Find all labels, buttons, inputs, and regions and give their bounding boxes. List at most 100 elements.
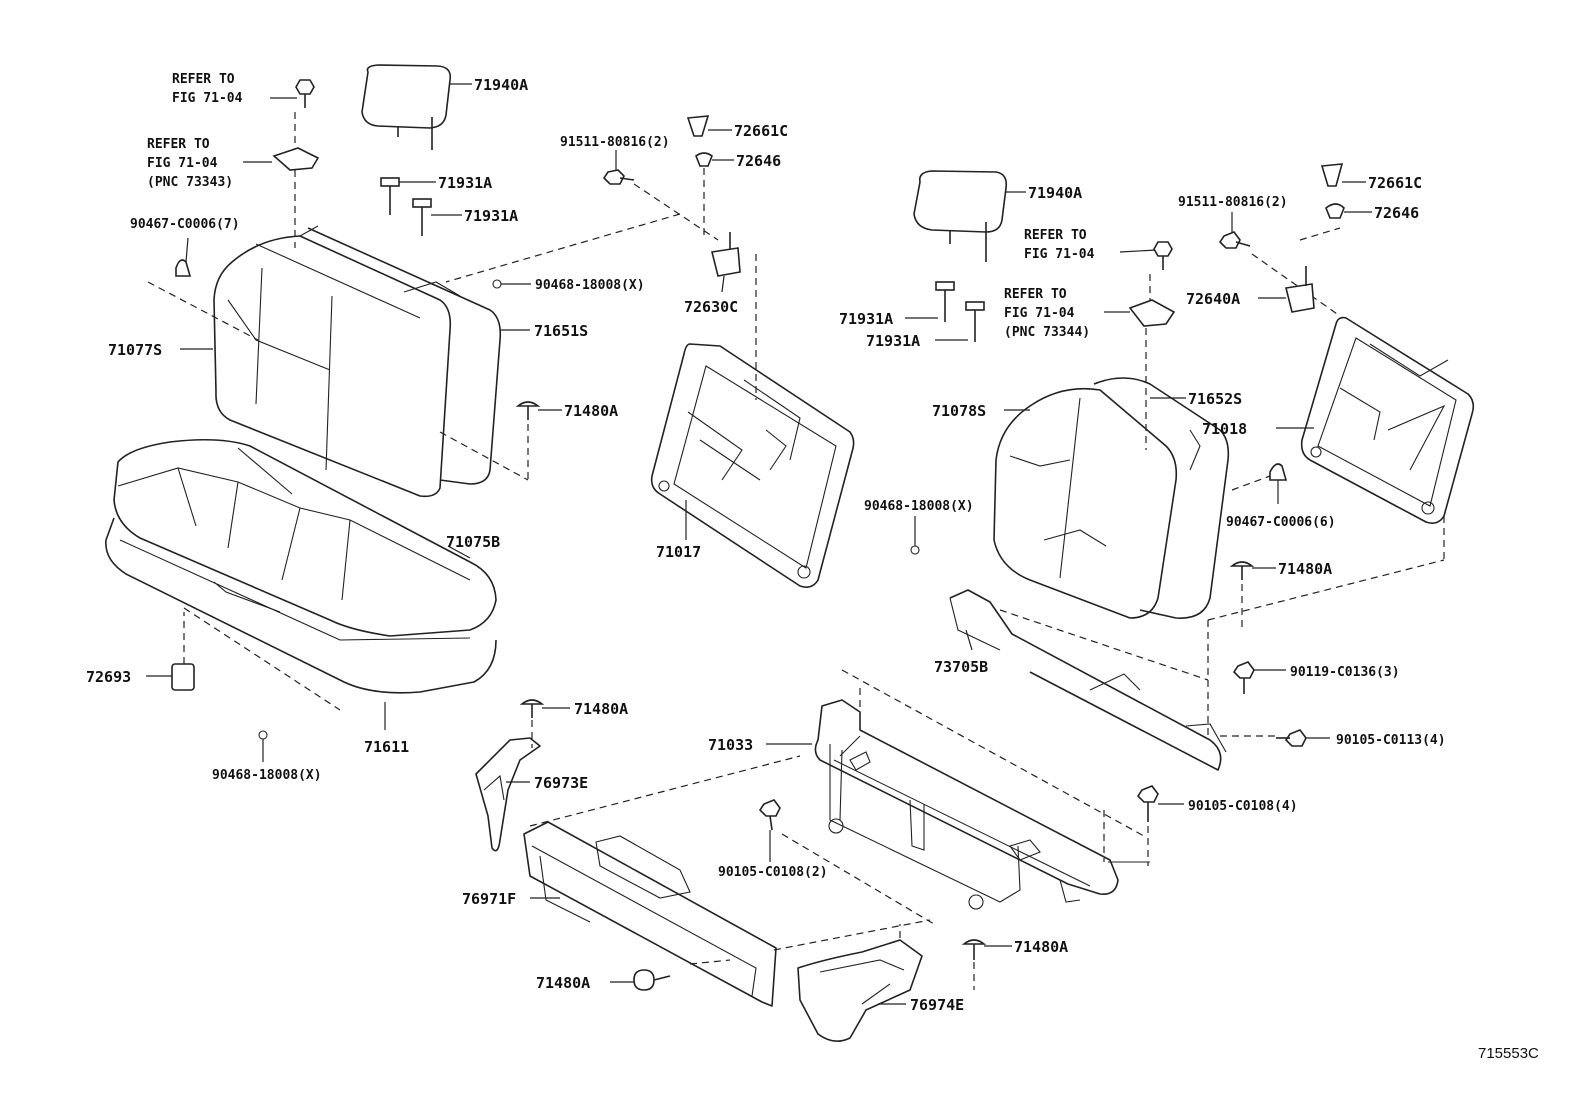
board-76973E <box>475 737 541 852</box>
bezel-right <box>1299 203 1372 241</box>
push-retainer-under <box>519 699 570 748</box>
svg-text:(PNC 73344): (PNC 73344) <box>1004 325 1090 340</box>
label-board-right: 76974E <box>910 996 964 1014</box>
label-board-bottom: 76971F <box>462 890 516 908</box>
refer-note-3: REFER TO FIG 71-04 <box>1024 228 1157 262</box>
label-bolt-right: 91511-80816(2) <box>1178 195 1288 210</box>
label-headrest-right: 71940A <box>1028 184 1082 202</box>
clip-right <box>1231 463 1288 504</box>
label-hog-ring-bottom: 90468-18008(X) <box>212 768 322 783</box>
label-cover-back-left: 71077S <box>108 341 162 359</box>
label-clip-right: 90467-C0006(6) <box>1226 515 1336 530</box>
label-lock-left: 72630C <box>684 298 738 316</box>
label-bezel-right: 72646 <box>1374 204 1419 222</box>
lock-right <box>1258 266 1315 313</box>
frame-right <box>1276 316 1475 560</box>
label-knob-left: 72661C <box>734 122 788 140</box>
seatback-cover-left <box>180 235 452 498</box>
lock-bolt-right <box>1218 212 1341 317</box>
seatback-pad-left <box>299 225 530 485</box>
push-retainer-bottom <box>961 939 1012 990</box>
bolt-108-2 <box>758 799 935 925</box>
headrest-guide-right <box>905 281 985 342</box>
svg-text:REFER TO: REFER TO <box>1004 287 1067 302</box>
label-bolt-left: 91511-80816(2) <box>560 135 670 150</box>
svg-text:REFER TO: REFER TO <box>147 137 210 152</box>
svg-text:FIG 71-04: FIG 71-04 <box>1024 247 1095 262</box>
label-push-right: 71480A <box>1278 560 1332 578</box>
svg-text:FIG 71-04: FIG 71-04 <box>147 156 218 171</box>
label-frame-right: 71018 <box>1202 420 1247 438</box>
label-guide-l1: 71931A <box>438 174 492 192</box>
label-bolt-136: 90119-C0136(3) <box>1290 665 1400 680</box>
refer-note-1: REFER TO FIG 71-04 <box>172 72 297 106</box>
hinge-73705B <box>949 559 1445 771</box>
headrest-right <box>913 170 1026 262</box>
label-guide-r1: 71931A <box>839 310 893 328</box>
svg-text:FIG 71-04: FIG 71-04 <box>172 91 243 106</box>
headrest-guide-left <box>380 177 462 236</box>
label-clip-left: 90467-C0006(7) <box>130 217 240 232</box>
cushion-cover <box>113 438 497 637</box>
bolt-113 <box>1220 729 1330 747</box>
knob-right <box>1320 163 1366 187</box>
label-push-bottom: 71480A <box>1014 938 1068 956</box>
bolt-refer-1 <box>294 79 315 150</box>
hog-ring-bottom <box>258 730 268 762</box>
label-board-left: 76973E <box>534 774 588 792</box>
label-bolt-113: 90105-C0113(4) <box>1336 733 1446 748</box>
headrest-left <box>361 64 472 150</box>
label-hog-ring-top: 90468-18008(X) <box>535 278 645 293</box>
frame-left <box>650 343 855 588</box>
svg-text:REFER TO: REFER TO <box>172 72 235 87</box>
latch-striker-right <box>1128 299 1176 450</box>
latch-striker-left <box>272 147 320 248</box>
label-push-low: 71480A <box>536 974 590 992</box>
label-hinge: 73705B <box>934 658 988 676</box>
refer-note-4: REFER TO FIG 71-04 (PNC 73344) <box>1004 287 1130 340</box>
label-bolt-108-2: 90105-C0108(2) <box>718 865 828 880</box>
label-cover-back-right: 71078S <box>932 402 986 420</box>
bolt-136 <box>1232 661 1286 694</box>
figure-id: 715553C <box>1478 1045 1539 1062</box>
label-push-left: 71480A <box>564 402 618 420</box>
hog-ring-top <box>492 279 531 289</box>
push-retainer-low <box>610 969 671 991</box>
label-cushion-frame: 71033 <box>708 736 753 754</box>
label-lock-right: 72640A <box>1186 290 1240 308</box>
label-guide-l2: 71931A <box>464 207 518 225</box>
label-headrest-left: 71940A <box>474 76 528 94</box>
label-bezel-left: 72646 <box>736 152 781 170</box>
label-pad-back-left: 71651S <box>534 322 588 340</box>
svg-text:(PNC 73343): (PNC 73343) <box>147 175 233 190</box>
label-pad-back-right: 71652S <box>1188 390 1242 408</box>
hook-72693 <box>146 612 195 691</box>
label-guide-r2: 71931A <box>866 332 920 350</box>
bolt-108-4 <box>1136 785 1184 866</box>
clip-left <box>147 237 259 341</box>
seatback-pad-right <box>1093 377 1230 619</box>
svg-text:FIG 71-04: FIG 71-04 <box>1004 306 1075 321</box>
label-bolt-108-4: 90105-C0108(4) <box>1188 799 1298 814</box>
bolt-refer-3 <box>1149 241 1173 310</box>
label-cushion-pad: 71611 <box>364 738 409 756</box>
label-cushion-cover: 71075B <box>446 533 500 551</box>
push-retainer-left <box>439 401 562 481</box>
cushion-frame <box>766 669 1150 910</box>
bezel-left <box>695 152 734 240</box>
board-76974E <box>797 924 923 1042</box>
seatback-cover-right <box>993 387 1178 619</box>
board-76971F <box>523 755 931 1007</box>
refer-note-2: REFER TO FIG 71-04 (PNC 73343) <box>147 137 272 190</box>
svg-text:REFER TO: REFER TO <box>1024 228 1087 243</box>
lock-left <box>711 232 757 400</box>
push-retainer-right <box>1229 561 1276 630</box>
label-push-under: 71480A <box>574 700 628 718</box>
cushion-pad <box>105 517 497 730</box>
label-hog-ring-mid: 90468-18008(X) <box>864 499 974 514</box>
label-hook: 72693 <box>86 668 131 686</box>
label-frame-left: 71017 <box>656 543 701 561</box>
hog-ring-mid <box>910 516 920 555</box>
